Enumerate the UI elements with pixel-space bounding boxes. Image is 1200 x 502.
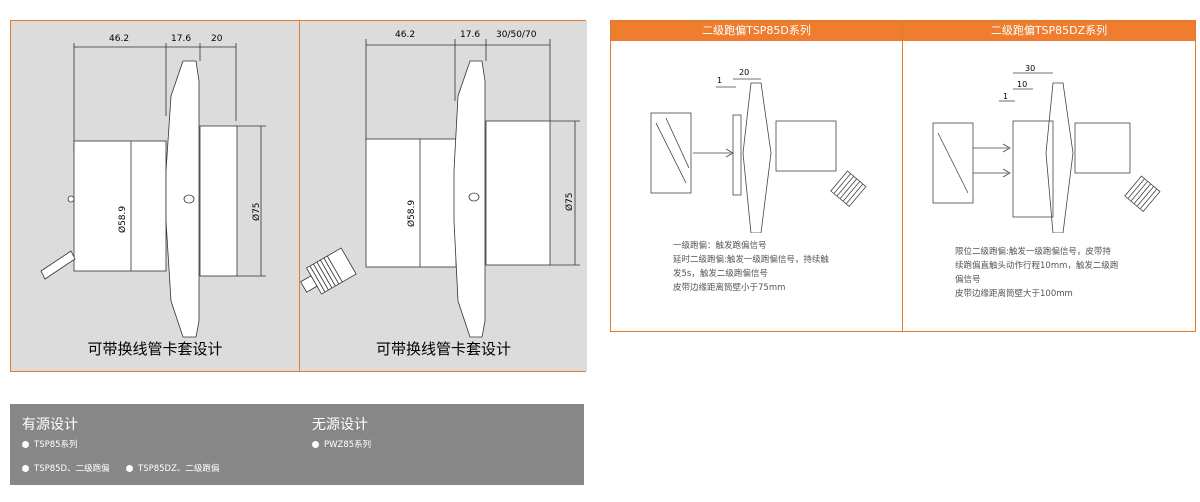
dimension-drawing-b: 46.2 17.6 30/50/70 Ø58.9 Ø75 [300,30,580,338]
dim-length-a: 46.2 [109,34,129,44]
series-title-tsp85dz: 二级跑偏TSP85DZ系列 [903,21,1195,41]
bullet-dot-icon [22,465,29,472]
bullet-dot-icon [312,441,319,448]
caption-panel-a: 可带换线管卡套设计 [87,340,223,358]
active-item-tsp85dz: TSP85DZ、二级跑偏 [126,462,219,474]
dim-gap-tsp85d: 1 [717,76,722,85]
design-type-bar: 有源设计 无源设计 TSP85系列 TSP85D、二级跑偏 TSP85DZ、二级… [10,404,584,485]
tsp85d-note-4: 皮带边缘距离筒壁小于75mm [673,283,786,293]
active-design-title: 有源设计 [22,417,78,433]
dim-front-b: 30/50/70 [496,30,537,40]
dim-stroke-tsp85d: 20 [739,68,749,77]
drawing-panel-b: 46.2 17.6 30/50/70 Ø58.9 Ø75 可带换线管卡套设计 [300,21,587,371]
product-drawings-frame: 46.2 17.6 20 Ø58.9 Ø75 可带换线管卡套设计 [10,20,587,372]
tsp85d-drawing: 1 20 [650,68,867,233]
tsp85d-note-3: 发5s，触发二级跑偏信号 [673,269,768,279]
drawing-panel-a: 46.2 17.6 20 Ø58.9 Ø75 可带换线管卡套设计 [11,21,300,371]
dim-gap-tsp85dz: 1 [1003,92,1008,101]
dim-front-a: 20 [211,34,223,44]
passive-item-pwz85: PWZ85系列 [312,438,371,450]
dim-inner-dia-b: Ø58.9 [406,200,417,227]
dim-outer-dia-a: Ø75 [251,202,262,221]
series-title-tsp85d: 二级跑偏TSP85D系列 [611,21,902,41]
caption-panel-b: 可带换线管卡套设计 [375,340,511,358]
active-item-label: TSP85DZ、二级跑偏 [138,464,220,474]
passive-design-title: 无源设计 [312,417,368,433]
active-item-label: TSP85D、二级跑偏 [34,464,110,474]
dim-length-b: 46.2 [395,30,415,40]
dim-total-tsp85dz: 30 [1025,64,1035,73]
active-item-label: TSP85系列 [34,440,78,450]
tsp85dz-drawing: 30 10 1 [932,64,1161,233]
tsp85dz-note-2: 续跑偏直触头动作行程10mm，触发二级跑 [955,261,1119,271]
dim-inner-dia-a: Ø58.9 [117,206,128,233]
bullet-dot-icon [22,441,29,448]
tsp85d-note-1: 一级跑偏：触发跑偏信号 [673,241,767,251]
dimension-drawing-a: 46.2 17.6 20 Ø58.9 Ø75 [40,34,266,338]
tsp85dz-note-3: 偏信号 [955,275,981,285]
dim-flange-b: 17.6 [460,30,480,40]
tsp85dz-notes: 限位二级跑偏:触发一级跑偏信号，皮带持 续跑偏直触头动作行程10mm，触发二级跑… [955,245,1195,301]
tsp85dz-note-1: 限位二级跑偏:触发一级跑偏信号，皮带持 [955,247,1111,257]
passive-item-label: PWZ85系列 [324,440,372,450]
active-item-tsp85d: TSP85D、二级跑偏 [22,462,110,474]
bullet-dot-icon [126,465,133,472]
tsp85dz-note-4: 皮带边缘距离筒壁大于100mm [955,289,1073,299]
series-column-tsp85dz: 二级跑偏TSP85DZ系列 [903,21,1195,331]
dim-outer-dia-b: Ø75 [564,192,575,211]
tsp85d-notes: 一级跑偏：触发跑偏信号 延时二级跑偏:触发一级跑偏信号，持续触 发5s，触发二级… [673,239,913,295]
dim-flange-a: 17.6 [171,34,191,44]
active-item-tsp85: TSP85系列 [22,438,78,450]
deviation-series-table: 二级跑偏TSP85D系列 [610,20,1196,332]
tsp85d-note-2: 延时二级跑偏:触发一级跑偏信号，持续触 [673,255,829,265]
dim-stroke-tsp85dz: 10 [1017,80,1027,89]
series-column-tsp85d: 二级跑偏TSP85D系列 [611,21,903,331]
